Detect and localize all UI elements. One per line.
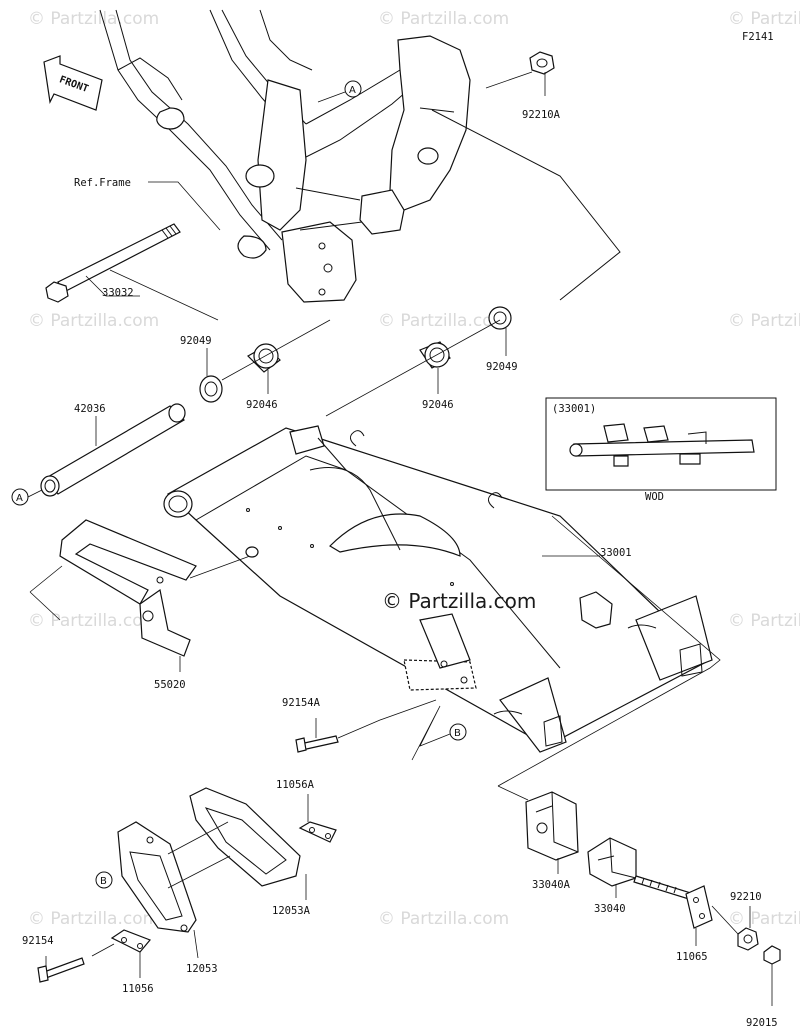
part-label-11056: 11056 <box>122 983 154 995</box>
part-label-33040a: 33040A <box>532 879 571 891</box>
ref-a-label: A <box>349 85 356 96</box>
chain-slider-12053a <box>189 787 301 887</box>
chain-guide-55020 <box>59 519 197 657</box>
inset-caption: WOD <box>645 491 664 503</box>
part-label-92015: 92015 <box>746 1017 778 1029</box>
part-label-92154a: 92154A <box>282 697 321 709</box>
pivot-shaft-33032 <box>45 223 181 303</box>
nut-92015 <box>763 945 781 965</box>
plate-11056a <box>298 821 337 843</box>
ref-marker-a: A <box>317 80 362 103</box>
watermark-text: © Partzilla.com <box>378 909 509 929</box>
watermark-center: © Partzilla.com <box>382 589 536 613</box>
frame-drawing <box>99 9 621 303</box>
plate-11056 <box>110 929 151 953</box>
watermark-text: © Partzilla.com <box>28 311 159 331</box>
ref-frame-label: Ref.Frame <box>74 177 131 189</box>
collar-42036 <box>40 403 186 497</box>
swingarm-33001 <box>163 425 713 753</box>
part-label-55020: 55020 <box>154 679 186 691</box>
ref-b-label: B <box>454 728 461 739</box>
bearing-92046-left <box>247 343 281 373</box>
ref-a-label-2: A <box>16 493 23 504</box>
chain-slider-12053 <box>117 821 197 933</box>
bolt-92154a <box>295 735 339 753</box>
watermark-text: © Partzilla.com <box>728 9 800 29</box>
part-label-92046-left: 92046 <box>246 399 278 411</box>
ref-marker-b: B <box>411 705 467 761</box>
seal-92049-right <box>488 306 512 330</box>
front-arrow-icon: FRONT <box>43 55 103 111</box>
ref-marker-b-2: B <box>95 871 113 889</box>
part-label-92049-left: 92049 <box>180 335 212 347</box>
ref-marker-a-2: A <box>11 488 43 506</box>
bolt-92154 <box>37 957 85 983</box>
adjuster-33040a <box>525 791 579 861</box>
part-label-11056a: 11056A <box>276 779 315 791</box>
part-label-11065: 11065 <box>676 951 708 963</box>
bearing-92046-right <box>419 341 451 369</box>
watermark-text: © Partzilla.com <box>728 909 800 929</box>
ref-b-label-2: B <box>100 876 107 887</box>
watermark-text: © Partzilla.com <box>728 311 800 331</box>
watermark-text: © Partzilla.com <box>28 909 159 929</box>
part-label-33001: 33001 <box>600 547 632 559</box>
watermark-text: © Partzilla.com <box>378 9 509 29</box>
plate-11065 <box>685 885 713 929</box>
watermark-layer: © Partzilla.com © Partzilla.com © Partzi… <box>28 9 800 929</box>
watermark-text: © Partzilla.com <box>28 9 159 29</box>
watermark-text: © Partzilla.com <box>378 311 509 331</box>
part-label-12053: 12053 <box>186 963 218 975</box>
inset-box: (33001) <box>545 397 777 491</box>
part-label-33040: 33040 <box>594 903 626 915</box>
part-label-92049-right: 92049 <box>486 361 518 373</box>
part-label-92154: 92154 <box>22 935 54 947</box>
watermark-text: © Partzilla.com <box>28 611 159 631</box>
nut-92210a <box>529 51 555 75</box>
part-label-33032: 33032 <box>102 287 134 299</box>
adjuster-bolt <box>633 875 695 901</box>
seal-92049-left <box>199 375 223 403</box>
diagram-code: F2141 <box>742 31 774 43</box>
watermark-text: © Partzilla.com <box>728 611 800 631</box>
inset-title: (33001) <box>552 403 596 415</box>
adjuster-33040 <box>587 837 637 887</box>
part-label-92046-right: 92046 <box>422 399 454 411</box>
part-label-92210: 92210 <box>730 891 762 903</box>
part-label-92210a: 92210A <box>522 109 561 121</box>
nut-92210 <box>737 927 759 951</box>
part-label-42036: 42036 <box>74 403 106 415</box>
part-label-12053a: 12053A <box>272 905 311 917</box>
